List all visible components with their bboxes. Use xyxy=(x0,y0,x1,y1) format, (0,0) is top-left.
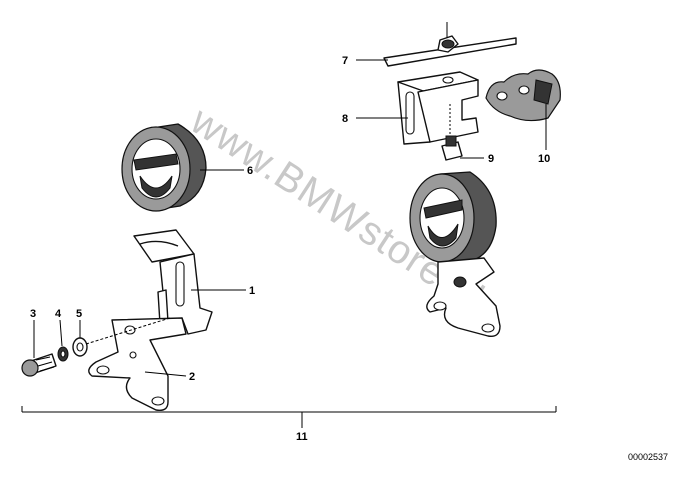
callout-7: 7 xyxy=(342,55,348,67)
assembled-mount xyxy=(409,171,501,337)
callout-10: 10 xyxy=(538,153,550,165)
bracket-plate-part-2 xyxy=(88,317,187,412)
lock-washer-part-4 xyxy=(57,346,69,362)
rubber-block-part-10 xyxy=(485,69,561,122)
callout-11: 11 xyxy=(296,431,308,443)
callout-5: 5 xyxy=(76,308,82,320)
callout-4: 4 xyxy=(55,308,62,320)
leader-lines xyxy=(21,59,557,428)
callout-8: 8 xyxy=(342,113,348,125)
plate-part-7 xyxy=(383,22,517,67)
callout-2: 2 xyxy=(189,371,195,383)
bracket-part-1 xyxy=(133,229,213,335)
rubber-mount-part-6 xyxy=(121,123,207,212)
u-bracket-part-8 xyxy=(397,71,479,145)
document-number: 00002537 xyxy=(628,452,668,462)
washer-part-5 xyxy=(72,337,88,357)
callout-3: 3 xyxy=(30,308,36,320)
bolt-part-3 xyxy=(21,353,57,377)
callout-6: 6 xyxy=(247,165,253,177)
callout-1: 1 xyxy=(249,285,255,297)
callout-9: 9 xyxy=(488,153,494,165)
bolt-part-9 xyxy=(441,104,463,161)
